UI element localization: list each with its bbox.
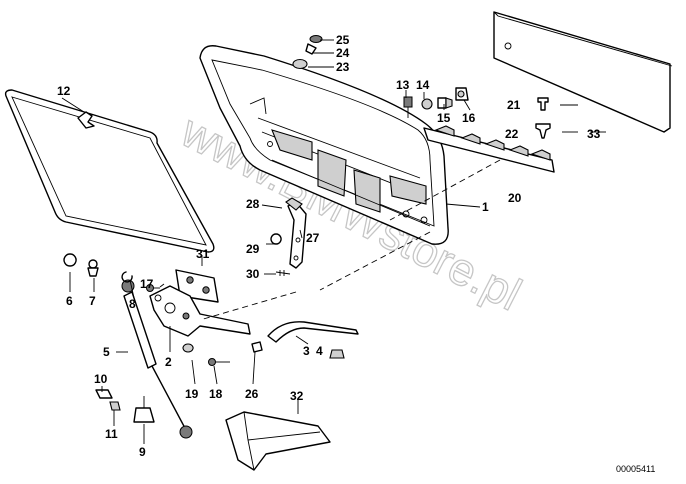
callout-labels: 1 2 3 4 5 6 7 8 9 10 11 12 13 14 15 16 1… xyxy=(57,33,601,459)
part-17-screw xyxy=(146,284,160,292)
part-12-rear-window xyxy=(4,89,215,253)
part-10-sleeve xyxy=(95,389,113,399)
part-30-screw xyxy=(275,270,291,276)
callout-25: 25 xyxy=(336,33,350,47)
callout-15: 15 xyxy=(437,111,451,125)
callout-12: 12 xyxy=(57,84,71,98)
callout-18: 18 xyxy=(209,387,223,401)
callout-27: 27 xyxy=(306,231,320,245)
part-29-screw xyxy=(270,233,282,245)
callout-1: 1 xyxy=(482,200,489,214)
callout-5: 5 xyxy=(103,345,110,359)
part-27-hinge-bracket xyxy=(285,197,307,269)
part-19-washer xyxy=(182,343,194,353)
callout-30: 30 xyxy=(246,267,260,281)
callout-13: 13 xyxy=(396,78,410,92)
callout-16: 16 xyxy=(462,111,476,125)
part-6-ball-stud xyxy=(63,253,77,267)
callout-33: 33 xyxy=(587,127,601,141)
part-2-hinge xyxy=(149,285,251,337)
callout-10: 10 xyxy=(94,372,108,386)
part-5-gas-strut xyxy=(121,279,193,439)
assembly-line-b xyxy=(199,291,297,321)
document-id: 00005411 xyxy=(616,464,655,474)
part-18-screw xyxy=(208,358,230,366)
callout-23: 23 xyxy=(336,60,350,74)
part-33-trim-panel xyxy=(493,11,673,133)
leader-lines xyxy=(61,39,606,444)
part-9-bolt xyxy=(133,396,155,423)
callout-31: 31 xyxy=(196,247,210,261)
part-7-ball-stud xyxy=(87,259,99,277)
callout-17: 17 xyxy=(140,277,154,291)
part-21-22-clips xyxy=(535,97,551,139)
callout-14: 14 xyxy=(416,78,430,92)
callout-7: 7 xyxy=(89,294,96,308)
callout-8: 8 xyxy=(129,297,136,311)
callout-9: 9 xyxy=(139,445,146,459)
callout-3: 3 xyxy=(303,344,310,358)
part-23-25-plugs xyxy=(292,35,323,70)
callout-32: 32 xyxy=(290,389,304,403)
part-8-clip xyxy=(121,271,133,283)
assembly-line-a xyxy=(389,159,501,221)
part-1-tailgate xyxy=(199,45,449,245)
part-4-nut xyxy=(329,349,345,359)
callout-28: 28 xyxy=(246,197,260,211)
callout-22: 22 xyxy=(505,127,519,141)
callout-11: 11 xyxy=(105,427,118,441)
callout-19: 19 xyxy=(185,387,199,401)
callout-21: 21 xyxy=(507,98,521,112)
callout-29: 29 xyxy=(246,242,260,256)
part-11-nut xyxy=(109,401,121,411)
part-13-16-fasteners xyxy=(403,87,469,118)
callout-2: 2 xyxy=(165,355,172,369)
callout-6: 6 xyxy=(66,294,73,308)
callout-24: 24 xyxy=(336,46,350,60)
part-32-cover xyxy=(225,411,331,471)
assembly-line-c xyxy=(319,231,431,291)
callout-20: 20 xyxy=(508,191,522,205)
part-20-handle-strip xyxy=(423,125,555,173)
callout-4: 4 xyxy=(316,344,323,358)
part-3-hinge-arm xyxy=(267,321,359,343)
part-26-screw xyxy=(251,341,263,353)
callout-26: 26 xyxy=(245,387,259,401)
